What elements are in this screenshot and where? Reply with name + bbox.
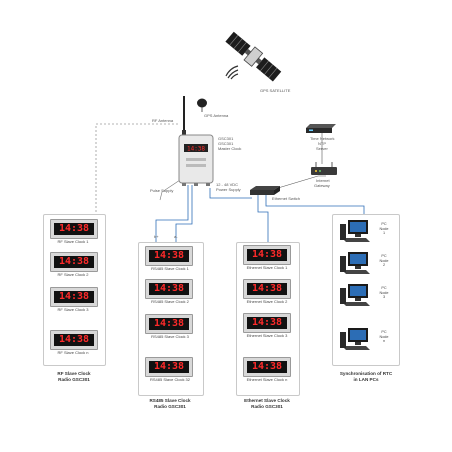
rs485-slave-clock-3-label: RS485 Slave Clock 3: [151, 334, 189, 339]
rf-slave-clock-3-label: RF Slave Clock 3: [57, 307, 89, 312]
svg-text:14:38: 14:38: [187, 146, 205, 153]
pc-node-3-icon: [340, 284, 370, 306]
pulse-supply-line: [159, 179, 181, 201]
gps-antenna-icon: [197, 98, 207, 112]
rf-slave-clock-2-label: RF Slave Clock 2: [57, 272, 89, 277]
bus-label-b: b+: [154, 234, 159, 239]
ntp-server-label-3: Server: [316, 146, 328, 151]
clock-digits: 14:38: [247, 283, 287, 295]
rs485-slave-clock-1: 14:38: [145, 246, 193, 266]
ethernet-slave-clock-3: 14:38: [243, 313, 291, 333]
rs485-slave-clock-1-label: RS485 Slave Clock 1: [151, 266, 189, 271]
rf-link-line: [95, 123, 178, 214]
ethernet-slave-clock-3-label: Ethernet Slave Clock 3: [246, 333, 288, 338]
rf-group-caption-2: Radio GSC301: [58, 377, 90, 382]
rf-slave-clock-2: 14:38: [50, 252, 98, 272]
rs485-group-caption-1: RS485 Slave Clock: [149, 398, 191, 403]
ethernet-slave-clock-n: 14:38: [243, 357, 291, 377]
rf-slave-clock-n: 14:38: [50, 330, 98, 350]
rs485-group-caption-2: Radio GSC301: [154, 404, 186, 409]
master-switch-line: [209, 188, 252, 199]
rs485-slave-clock-2-label: RS485 Slave Clock 2: [151, 299, 189, 304]
pc-node-n-icon: [340, 328, 370, 350]
ethernet-switch-icon: [250, 186, 280, 195]
master-clock-icon: 14:38: [178, 134, 214, 186]
rs485-bus-line-b: [175, 185, 193, 242]
ethernet-slave-clock-1-label: Ethernet Slave Clock 1: [246, 265, 288, 270]
clock-digits: 14:38: [247, 361, 287, 373]
internet-gateway-label-1: Internet: [316, 178, 330, 183]
ntp-server-icon: [306, 124, 336, 133]
rf-slave-clock-n-label: RF Slave Clock n: [57, 350, 89, 355]
clock-digits: 14:38: [54, 291, 94, 303]
power-supply-label-1: 12 - 48 VDC: [216, 182, 239, 187]
master-clock-label-3: Master Clock: [218, 146, 242, 151]
rf-slave-clock-1-label: RF Slave Clock 1: [57, 239, 89, 244]
rf-slave-clock-3: 14:38: [50, 287, 98, 307]
ethernet-slave-clock-2: 14:38: [243, 279, 291, 299]
satellite-label: GPS SATELLITE: [260, 88, 291, 93]
rs485-slave-clock-3: 14:38: [145, 314, 193, 334]
rs485-slave-clock-2: 14:38: [145, 279, 193, 299]
rf-antenna-label: RF Antenna: [152, 118, 174, 123]
rf-antenna-icon: [182, 96, 186, 136]
clock-digits: 14:38: [149, 283, 189, 295]
switch-ethernet-line: [257, 194, 269, 242]
rs485-bus-line-a: [155, 185, 189, 242]
clock-digits: 14:38: [54, 334, 94, 346]
rf-slave-clock-1: 14:38: [50, 219, 98, 239]
ntp-server-label-1: Time Network: [310, 136, 335, 141]
switch-gateway-line: [277, 175, 326, 189]
internet-gateway-label-2: Gateway: [314, 183, 330, 188]
clock-digits: 14:38: [149, 250, 189, 262]
ethernet-switch-label: Ethernet Switch: [272, 196, 301, 201]
internet-gateway-icon: [311, 162, 337, 175]
ntp-server-label-2: NTP: [318, 141, 326, 146]
pc-node-2-icon: [340, 252, 370, 274]
clock-digits: 14:38: [149, 361, 189, 373]
ethernet-slave-clock-1: 14:38: [243, 245, 291, 265]
rs485-slave-clock-32-label: RS485 Slave Clock 32: [149, 377, 191, 382]
gps-satellite-icon: [225, 31, 282, 82]
pc-group-caption-1: Synchronisation of RTC: [339, 371, 393, 376]
clock-digits: 14:38: [247, 249, 287, 261]
master-clock-label-1: GSC301: [218, 136, 234, 141]
clock-digits: 14:38: [54, 223, 94, 235]
pc-node-1-icon: [340, 220, 370, 242]
bus-label-a: a-: [174, 234, 178, 239]
pc-group-caption-2: in LAN PCs: [353, 377, 379, 382]
clock-digits: 14:38: [54, 256, 94, 268]
ethernet-slave-clock-2-label: Ethernet Slave Clock 2: [246, 299, 288, 304]
clock-digits: 14:38: [149, 318, 189, 330]
signal-waves-icon: [225, 65, 239, 80]
pulse-supply-label: Pulse Supply: [150, 188, 174, 193]
power-supply-label-2: Power Supply: [216, 187, 241, 192]
rf-group-caption-1: RF Slave Clock: [57, 371, 91, 376]
ethernet-group-caption-2: Radio GSC301: [251, 404, 283, 409]
gps-antenna-label: GPS Antenna: [204, 113, 229, 118]
rs485-slave-clock-32: 14:38: [145, 357, 193, 377]
clock-digits: 14:38: [247, 317, 287, 329]
ethernet-slave-clock-n-label: Ethernet Slave Clock n: [246, 377, 288, 382]
master-clock-label-2: GSC301: [218, 141, 234, 146]
switch-pc-line: [265, 194, 365, 214]
ethernet-group-caption-1: Ethernet Slave Clock: [244, 398, 290, 403]
